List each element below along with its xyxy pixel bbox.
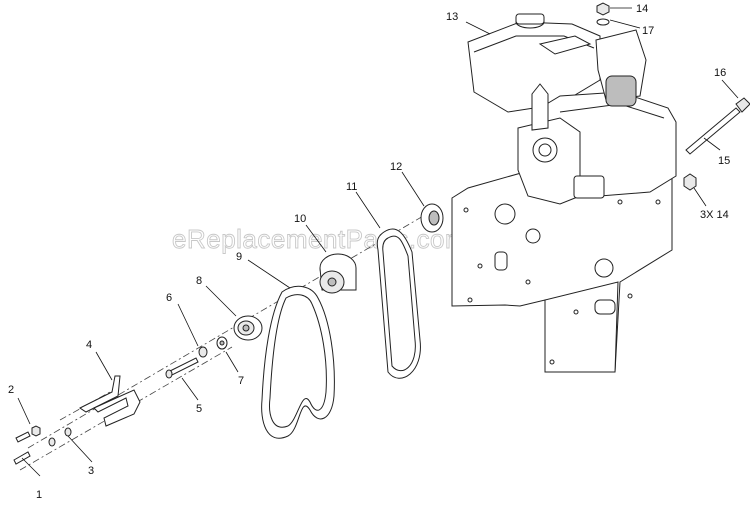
part-5-bolt	[165, 357, 199, 379]
frame-plate	[451, 161, 673, 373]
callout-labels: 1 2 3 4 5 6 7 8 9 10 11 12 13 14 17 16 1…	[8, 3, 730, 501]
callout-16: 16	[714, 67, 726, 79]
callout-15: 15	[718, 155, 730, 167]
callout-8: 8	[196, 275, 202, 287]
part-7-spacer	[216, 336, 228, 350]
callout-2: 2	[8, 384, 14, 396]
callout-3: 3	[88, 465, 94, 477]
callout-5: 5	[196, 403, 202, 415]
part-8-idler	[233, 315, 263, 341]
part-10-pulley	[319, 253, 357, 294]
callout-11: 11	[346, 181, 357, 193]
callout-3x14: 3X 14	[700, 209, 729, 221]
watermark-text: eReplacementParts.com	[172, 224, 467, 254]
part-2-nuts	[31, 425, 41, 437]
callout-4: 4	[86, 339, 92, 351]
part-15-rod	[685, 107, 741, 155]
callout-13: 13	[446, 11, 458, 23]
part-14-nuts	[596, 2, 697, 191]
engine-assembly	[467, 13, 677, 205]
part-11-belt	[376, 228, 421, 379]
callout-9: 9	[236, 251, 242, 263]
part-16-nut	[735, 97, 750, 113]
callout-10: 10	[294, 213, 306, 225]
part-6-washer	[198, 346, 208, 358]
callout-1: 1	[36, 489, 42, 501]
part-3-washers	[48, 427, 72, 447]
leader-lines	[17, 7, 739, 477]
callout-12: 12	[390, 161, 402, 173]
part-9-belt	[261, 285, 335, 439]
part-1-bolts	[13, 431, 31, 465]
part-17-washer	[596, 18, 610, 26]
part-12-pulley	[420, 203, 444, 233]
part-4-bracket	[79, 375, 141, 427]
callout-17: 17	[642, 25, 654, 37]
callout-14: 14	[636, 3, 648, 15]
callout-7: 7	[238, 375, 244, 387]
callout-6: 6	[166, 292, 172, 304]
